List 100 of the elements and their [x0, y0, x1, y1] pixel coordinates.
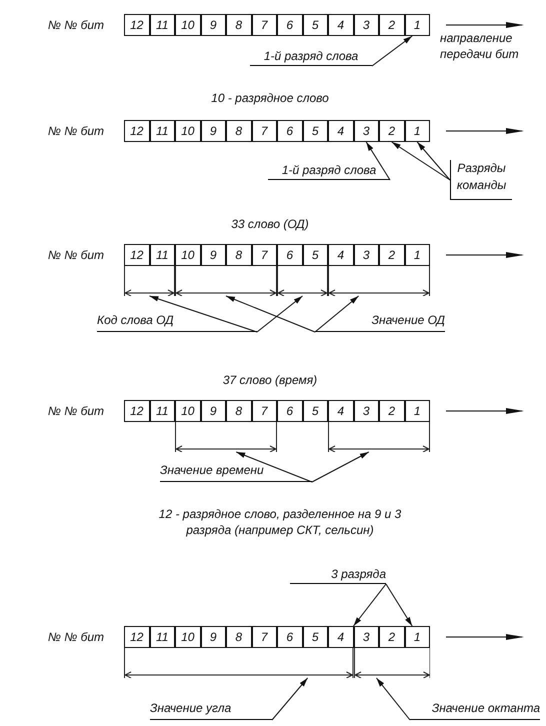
label-text: 10 - разрядное слово: [210, 90, 330, 106]
bit-cell: 9: [200, 120, 226, 142]
callout-text: Значение времени: [160, 462, 312, 482]
leader-line: [416, 142, 450, 180]
bit-cell: 6: [277, 400, 302, 422]
callout-text: Значение октанта: [410, 700, 540, 720]
bit-cell: 11: [150, 626, 175, 648]
leader-line: [149, 296, 258, 332]
bit-cell: 7: [252, 244, 277, 266]
callout-text: Значение угла: [150, 700, 272, 720]
bit-cell: 12: [124, 626, 150, 648]
label-text: 33 слово (ОД): [230, 216, 310, 232]
leader-line: [353, 584, 386, 626]
bit-cell: 6: [277, 120, 302, 142]
dimension-line: [124, 266, 175, 296]
leader-line: [386, 584, 413, 626]
bit-cell: 10: [175, 244, 200, 266]
callout-text: 3 разряда: [290, 566, 386, 584]
bit-cell: 5: [302, 244, 328, 266]
bit-cell: 11: [150, 14, 175, 36]
bit-cell: 9: [200, 14, 226, 36]
bit-cell: 10: [175, 14, 200, 36]
bit-cell: 1: [404, 244, 430, 266]
bit-cell: 7: [252, 626, 277, 648]
bit-cell: 2: [379, 244, 404, 266]
bit-cell: 9: [200, 400, 226, 422]
dimension-line: [354, 648, 430, 678]
bit-cell: 2: [379, 120, 404, 142]
bit-cell: 4: [328, 244, 354, 266]
label-text: № № бит: [46, 17, 104, 33]
label-text: направление передачи бит: [440, 30, 520, 62]
leader-line: [312, 452, 370, 482]
bit-cell: 8: [226, 244, 252, 266]
bit-cell: 10: [175, 626, 200, 648]
bit-cell: 4: [328, 14, 354, 36]
label-text: № № бит: [46, 403, 104, 419]
callout-text: 1-й разряд слова: [268, 162, 390, 180]
bit-cell: 8: [226, 14, 252, 36]
bit-cell: 4: [328, 400, 354, 422]
bit-cell: 1: [404, 120, 430, 142]
label-text: № № бит: [46, 629, 104, 645]
bit-cell: 2: [379, 626, 404, 648]
bit-cell: 12: [124, 244, 150, 266]
bit-cell: 6: [277, 244, 302, 266]
leader-line: [391, 142, 450, 180]
bit-cell: 6: [277, 14, 302, 36]
bit-cell: 6: [277, 626, 302, 648]
bit-cell: 5: [302, 14, 328, 36]
bit-cell: 9: [200, 244, 226, 266]
dimension-line: [328, 422, 430, 452]
bit-cell: 3: [354, 14, 379, 36]
bit-cell: 7: [252, 14, 277, 36]
label-text: 12 - разрядное слово, разделенное на 9 и 3 разряда (например СКТ, сельсин): [158, 506, 402, 538]
bit-cell: 3: [354, 244, 379, 266]
bit-cell: 4: [328, 120, 354, 142]
bit-cell: 11: [150, 400, 175, 422]
callout-text: 1-й разряд слова: [250, 48, 372, 66]
bit-cell: 9: [200, 626, 226, 648]
label-text: 37 слово (время): [222, 372, 318, 388]
bit-cell: 5: [302, 120, 328, 142]
callout-text: Разряды команды: [450, 160, 512, 200]
bit-cell: 12: [124, 120, 150, 142]
bit-cell: 5: [302, 626, 328, 648]
bit-cell: 8: [226, 400, 252, 422]
bit-cell: 12: [124, 14, 150, 36]
leader-line: [226, 296, 316, 332]
dimension-line: [124, 648, 354, 678]
label-text: № № бит: [46, 123, 104, 139]
bit-cell: 11: [150, 244, 175, 266]
leader-line: [314, 296, 360, 332]
bit-cell: 1: [404, 400, 430, 422]
bit-cell: 8: [226, 626, 252, 648]
dimension-line: [175, 266, 277, 296]
bit-cell: 4: [328, 626, 354, 648]
dimension-line: [328, 266, 430, 296]
leader-line: [372, 36, 413, 66]
leader-line: [236, 452, 312, 482]
bit-cell: 3: [354, 626, 379, 648]
bit-cell: 3: [354, 120, 379, 142]
bit-cell: 1: [404, 14, 430, 36]
label-text: № № бит: [46, 247, 104, 263]
bit-cell: 10: [175, 400, 200, 422]
leader-line: [366, 142, 390, 180]
bit-cell: 3: [354, 400, 379, 422]
callout-text: Значение ОД: [315, 312, 445, 332]
leader-line: [272, 678, 308, 720]
bit-cell: 2: [379, 400, 404, 422]
bit-cell: 7: [252, 120, 277, 142]
bit-cell: 11: [150, 120, 175, 142]
bit-cell: 10: [175, 120, 200, 142]
leader-line: [376, 678, 410, 720]
leader-line: [256, 296, 303, 332]
callout-text: Код слова ОД: [97, 312, 257, 332]
bit-cell: 12: [124, 400, 150, 422]
dimension-line: [175, 422, 277, 452]
bit-cell: 8: [226, 120, 252, 142]
bit-cell: 1: [404, 626, 430, 648]
bit-cell: 7: [252, 400, 277, 422]
bit-cell: 5: [302, 400, 328, 422]
bit-cell: 2: [379, 14, 404, 36]
